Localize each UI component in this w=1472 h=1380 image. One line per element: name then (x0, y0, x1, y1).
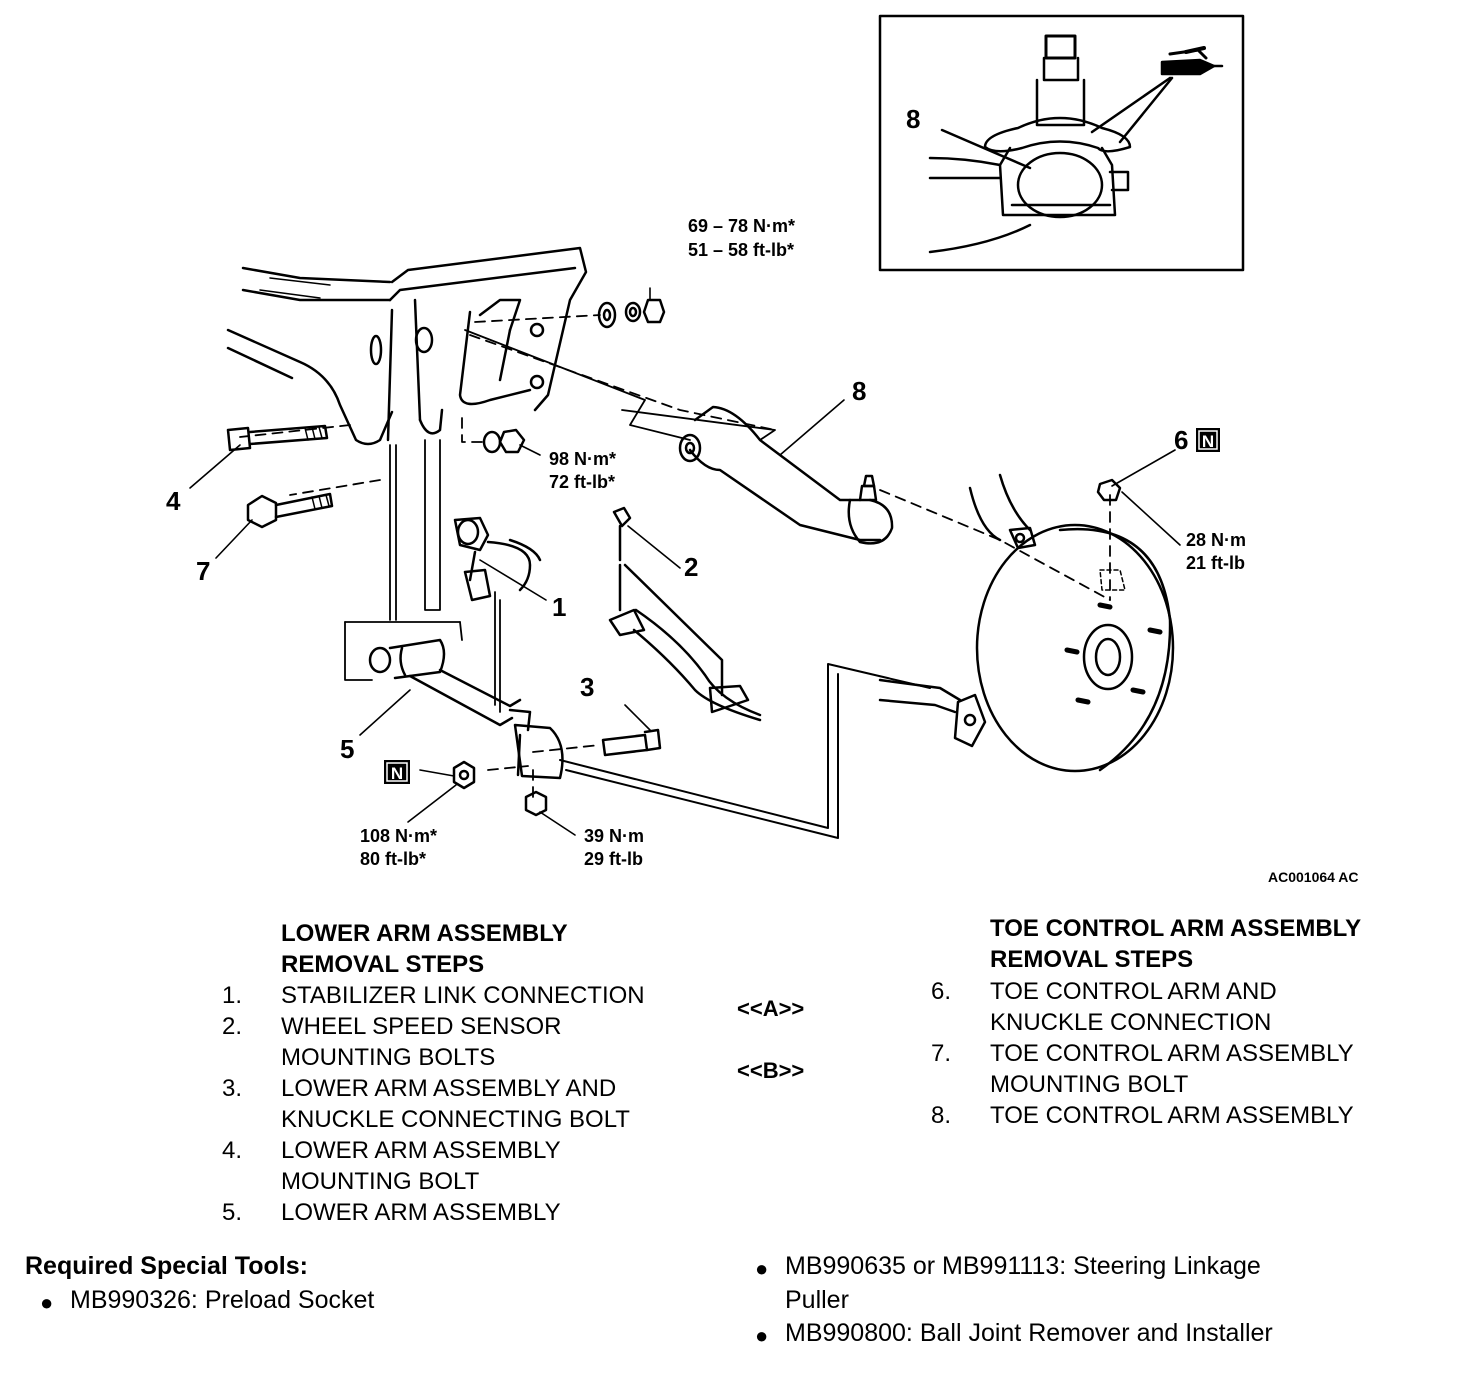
step-number: 8. (931, 1102, 952, 1129)
step-text: MOUNTING BOLT (990, 1071, 1189, 1098)
step-number: 2. (222, 1013, 243, 1040)
step-text: LOWER ARM ASSEMBLY AND (281, 1075, 617, 1102)
wheel-speed-sensor (608, 506, 762, 722)
callout-7: 7 (196, 556, 210, 586)
exploded-suspension-diagram: N N 8 8 6 4 7 1 2 3 5 69 – 78 N·m* 51 – … (166, 14, 1359, 885)
torque-28-ftlb: 21 ft-lb (1186, 553, 1245, 573)
callout-4: 4 (166, 486, 181, 516)
callout-8: 8 (852, 376, 866, 406)
toe-arm-title-1: TOE CONTROL ARM ASSEMBLY (990, 915, 1362, 942)
toe-control-arm (678, 405, 894, 545)
step-text: TOE CONTROL ARM AND (990, 978, 1277, 1005)
procedure-tag-a: <<A>> (737, 996, 805, 1021)
bolt-7 (246, 492, 334, 529)
knuckle-brake-assembly (878, 473, 1175, 773)
step-number: 3. (222, 1075, 243, 1102)
torque-98-nm: 98 N·m* (549, 449, 616, 469)
step-number: 7. (931, 1040, 952, 1067)
callout-6: 6 (1174, 425, 1188, 455)
tool-item-continued: Puller (785, 1286, 849, 1314)
tool-item: MB990326: Preload Socket (70, 1286, 375, 1314)
bolt-3 (601, 728, 662, 757)
callout-8-inset: 8 (906, 104, 920, 134)
torque-28-nm: 28 N·m (1186, 530, 1246, 550)
svg-text:N: N (391, 764, 403, 783)
stabilizer-link (453, 516, 542, 713)
crossmember-bracket (226, 246, 588, 446)
torque-39-ftlb: 29 ft-lb (584, 849, 643, 869)
step-text: MOUNTING BOLTS (281, 1044, 496, 1071)
step-text: MOUNTING BOLT (281, 1168, 480, 1195)
step-text: LOWER ARM ASSEMBLY (281, 1199, 561, 1226)
step-text: KNUCKLE CONNECTING BOLT (281, 1106, 630, 1133)
step-text: TOE CONTROL ARM ASSEMBLY (990, 1102, 1354, 1129)
callout-1: 1 (552, 592, 566, 622)
torque-108-nm: 108 N·m* (360, 826, 437, 846)
lower-arm-title-2: REMOVAL STEPS (281, 951, 485, 978)
bullet-icon: ● (755, 1256, 769, 1281)
lower-arm-assembly (344, 439, 564, 780)
n-badge-lower: N (384, 760, 410, 784)
tool-item: MB990635 or MB991113: Steering Linkage (785, 1252, 1261, 1280)
step-text: STABILIZER LINK CONNECTION (281, 982, 645, 1009)
step-number: 5. (222, 1199, 243, 1226)
toe-arm-title-2: REMOVAL STEPS (990, 946, 1194, 973)
step-text: KNUCKLE CONNECTION (990, 1009, 1272, 1036)
torque-98-ftlb: 72 ft-lb* (549, 472, 615, 492)
callout-3: 3 (580, 672, 594, 702)
bolt-4 (226, 424, 329, 452)
step-text: LOWER ARM ASSEMBLY (281, 1137, 561, 1164)
inset-ball-joint-detail (878, 14, 1245, 272)
figure-id: AC001064 AC (1268, 869, 1359, 885)
torque-top-ftlb: 51 – 58 ft-lb* (688, 240, 794, 260)
tool-item: MB990800: Ball Joint Remover and Install… (785, 1319, 1273, 1347)
n-badge-6: N (1196, 428, 1220, 452)
step-number: 6. (931, 978, 952, 1005)
svg-text:N: N (1202, 432, 1214, 451)
top-mount-hardware (597, 298, 666, 329)
callout-2: 2 (684, 552, 698, 582)
lower-arm-title-1: LOWER ARM ASSEMBLY (281, 920, 568, 947)
step-text: TOE CONTROL ARM ASSEMBLY (990, 1040, 1354, 1067)
torque-top-nm: 69 – 78 N·m* (688, 216, 795, 236)
tools-title: Required Special Tools: (25, 1252, 308, 1280)
step-text: WHEEL SPEED SENSOR (281, 1013, 562, 1040)
step-number: 1. (222, 982, 243, 1009)
torque-108-ftlb: 80 ft-lb* (360, 849, 426, 869)
callout-5: 5 (340, 734, 354, 764)
bullet-icon: ● (40, 1290, 54, 1315)
bullet-icon: ● (755, 1323, 769, 1348)
procedure-tag-b: <<B>> (737, 1058, 805, 1083)
grease-icon (1160, 58, 1216, 76)
torque-39-nm: 39 N·m (584, 826, 644, 846)
step-number: 4. (222, 1137, 243, 1164)
leader-lines (189, 287, 1181, 836)
